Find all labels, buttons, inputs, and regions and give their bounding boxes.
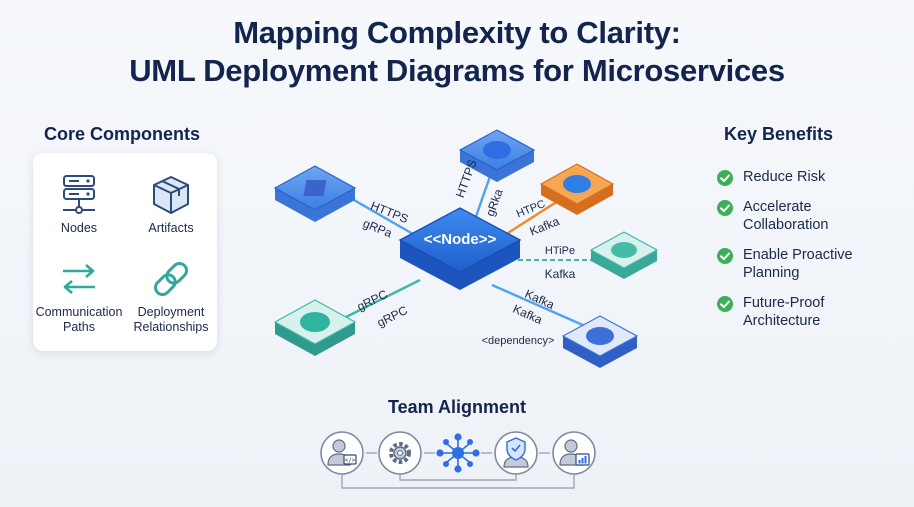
check-circle-icon [717,296,733,312]
component-nodes: Nodes [33,173,125,236]
page-title: Mapping Complexity to Clarity: UML Deplo… [0,14,914,90]
team-alignment-strip: </> [320,431,596,489]
key-benefits-heading: Key Benefits [724,124,834,144]
edge-label: HTTPS [453,158,480,200]
edge-label: gRPC [355,287,390,314]
server-icon [63,175,95,214]
connector-right-bottom [491,283,586,328]
benefits-list: Reduce Risk Accelerate Collaboration Ena… [716,168,906,342]
circle-artifact-icon [483,141,511,159]
node-blue-top-left [273,165,357,222]
edge-label: HTiPe [545,245,575,257]
central-node-label: <<Node>> [424,231,497,248]
arrows-icon [63,264,95,294]
svg-text:</>: </> [345,457,356,464]
benefit-item: Future-Proof Architecture [716,294,906,330]
edge-label: gRka [483,187,506,218]
edge-label: Kafka [545,267,576,281]
node-teal-bottom-left [273,299,357,356]
node-blue-bottom-right [561,315,639,368]
circle-artifact-icon [611,242,637,258]
check-circle-icon [717,248,733,264]
security-shield-icon [494,431,538,475]
component-label: Deployment Relationships [133,305,209,334]
component-artifacts: Artifacts [125,173,217,236]
benefit-text: Accelerate Collaboration [743,199,829,233]
operations-gear-icon [378,431,422,475]
developer-icon: </> [320,431,364,475]
component-communication-paths: Communication Paths [33,257,125,335]
network-hub-icon [436,433,480,473]
check-circle-icon [717,200,733,216]
chain-link-icon [154,262,188,296]
title-line-2: UML Deployment Diagrams for Microservice… [129,53,785,88]
component-label: Communication Paths [35,305,123,334]
edge-label: gRPC [375,303,410,330]
team-alignment-heading: Team Alignment [387,397,526,417]
core-components-heading: Core Components [44,124,201,144]
component-deployment-relationships: Deployment Relationships [125,257,217,335]
component-label: Artifacts [148,221,194,235]
analyst-chart-icon [552,431,596,475]
box-icon [153,176,189,214]
circle-artifact-icon [563,175,591,193]
deployment-diagram: <<Node>> HTTPS gRPa HTTPS gRka HTPC Kafk… [273,129,659,368]
core-components-card: Nodes Artifacts Communication Paths Depl… [33,153,217,351]
circle-artifact-icon [300,312,330,332]
benefit-text: Reduce Risk [743,169,826,185]
benefit-item: Accelerate Collaboration [716,198,906,234]
edge-label: <dependency> [482,335,555,347]
title-line-1: Mapping Complexity to Clarity: [233,15,681,50]
node-orange [539,163,615,215]
benefit-text: Future-Proof Architecture [743,295,825,329]
component-label: Nodes [60,221,98,235]
node-blue-top [458,129,536,182]
circle-artifact-icon [586,327,614,345]
check-circle-icon [717,170,733,186]
central-node: <<Node>> [398,207,522,290]
node-teal-right [589,231,659,279]
benefit-item: Reduce Risk [716,168,906,186]
square-artifact-icon [303,180,327,196]
benefit-text: Enable Proactive Planning [743,247,853,281]
benefit-item: Enable Proactive Planning [716,246,906,282]
